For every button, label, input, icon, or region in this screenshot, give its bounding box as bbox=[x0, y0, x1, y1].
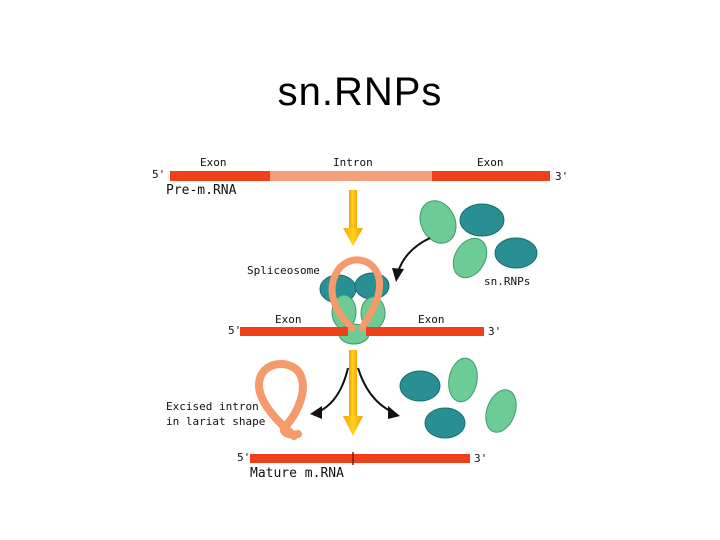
snrnp-green-particle bbox=[419, 200, 457, 244]
processing-arrow-1 bbox=[343, 190, 363, 246]
snrnp-green-particle bbox=[452, 237, 488, 279]
release-arrows bbox=[310, 367, 400, 419]
pre-mrna-label: Pre-m.RNA bbox=[166, 183, 237, 198]
processing-arrow-2 bbox=[343, 350, 363, 436]
excised-intron-label-line1: Excised intron bbox=[166, 400, 259, 413]
pre-mrna-intron bbox=[270, 171, 432, 181]
spliceosome-label: Spliceosome bbox=[247, 264, 320, 277]
pre-mrna-exon-right bbox=[432, 171, 550, 181]
intron-loop bbox=[328, 256, 383, 332]
snrnp-teal-particle bbox=[424, 407, 466, 439]
snrnp-green-particle bbox=[448, 357, 478, 403]
pre-mrna: Exon Intron Exon 5' 3' Pre-m.RNA bbox=[152, 156, 568, 198]
excised-intron-label-line2: in lariat shape bbox=[166, 415, 265, 428]
spliceosome-five-prime: 5' bbox=[228, 324, 241, 337]
mature-mrna: 5' 3' Mature m.RNA bbox=[237, 451, 487, 481]
snrnp-green-particle bbox=[485, 389, 517, 433]
mature-mrna-strand bbox=[250, 454, 470, 463]
spliceosome-three-prime: 3' bbox=[488, 325, 501, 338]
mature-five-prime: 5' bbox=[237, 451, 250, 464]
pre-mrna-five-prime: 5' bbox=[152, 168, 165, 181]
snrnp-teal-particle bbox=[354, 272, 390, 300]
spliceosome-exon-left bbox=[240, 327, 348, 336]
spliceosome-exon-left-label: Exon bbox=[275, 313, 302, 326]
spliceosome-exon-right bbox=[366, 327, 484, 336]
released-snrnps bbox=[399, 357, 517, 439]
snrnps-label: sn.RNPs bbox=[484, 275, 530, 288]
snrnp-teal-particle bbox=[459, 203, 505, 237]
pre-mrna-three-prime: 3' bbox=[555, 170, 568, 183]
spliceosome-exon-right-label: Exon bbox=[418, 313, 445, 326]
assembly-arrow bbox=[392, 237, 431, 282]
snrnp-teal-particle bbox=[494, 237, 538, 269]
pre-mrna-exon-right-label: Exon bbox=[477, 156, 504, 169]
pre-mrna-intron-label: Intron bbox=[333, 156, 373, 169]
snrnp-teal-particle bbox=[399, 370, 441, 402]
excised-lariat-intron bbox=[255, 360, 307, 440]
mature-mrna-label: Mature m.RNA bbox=[250, 466, 344, 481]
mature-three-prime: 3' bbox=[474, 452, 487, 465]
pre-mrna-exon-left-label: Exon bbox=[200, 156, 227, 169]
spliceosome bbox=[319, 256, 390, 345]
slide-title: sn.RNPs bbox=[277, 70, 443, 114]
pre-mrna-exon-left bbox=[170, 171, 270, 181]
spliceosome-mrna: Exon Exon 5' 3' bbox=[228, 313, 501, 338]
free-snrnps bbox=[419, 200, 538, 279]
